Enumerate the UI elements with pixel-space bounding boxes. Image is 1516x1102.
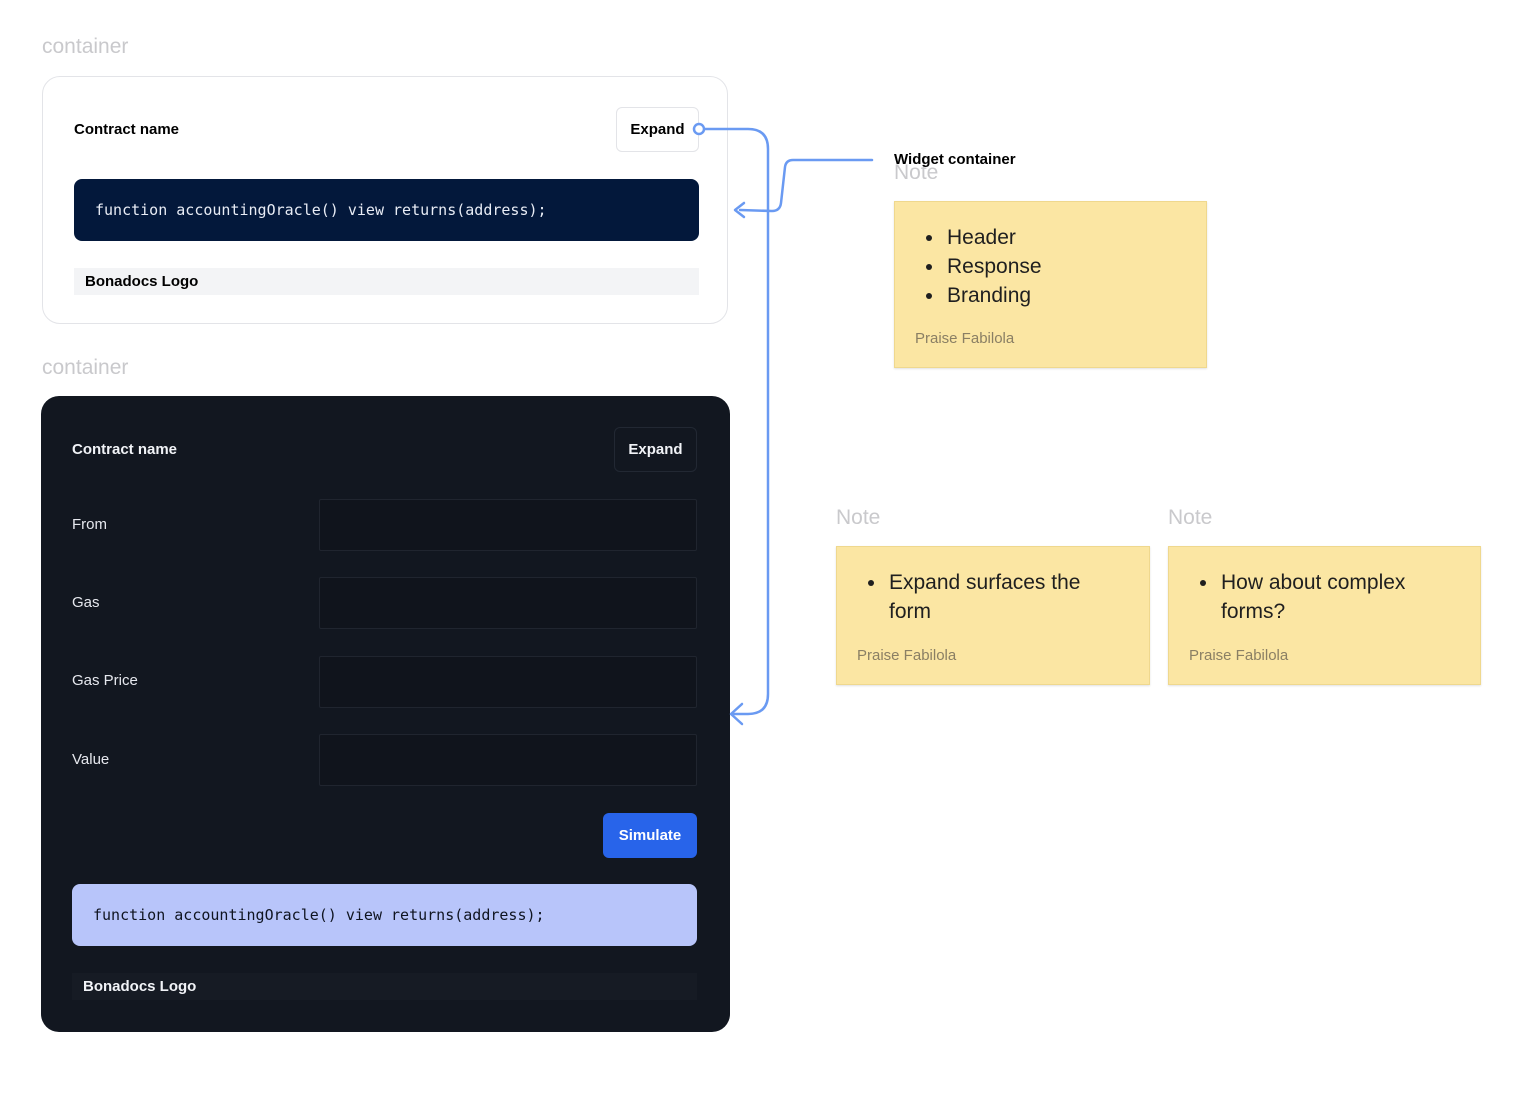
bonadocs-logo: Bonadocs Logo (74, 268, 699, 295)
sticky-note[interactable]: How about complex forms? Praise Fabilola (1168, 546, 1481, 685)
note-item: Header (924, 223, 1042, 252)
code-response-block: function accountingOracle() view returns… (72, 884, 697, 946)
expand-button[interactable]: Expand (614, 427, 697, 472)
widget-container-label: Widget container (894, 151, 1016, 168)
code-response-block: function accountingOracle() view returns… (74, 179, 699, 241)
container-frame-label: container (42, 35, 129, 58)
gas-price-label: Gas Price (72, 672, 138, 689)
expand-button[interactable]: Expand (616, 107, 699, 152)
sticky-note[interactable]: Header Response Branding Praise Fabilola (894, 201, 1207, 368)
widget-container-connector-line (738, 158, 874, 213)
bonadocs-logo: Bonadocs Logo (72, 973, 697, 1000)
gas-input[interactable] (319, 577, 697, 629)
note-list: Header Response Branding (924, 223, 1042, 310)
contract-name-title: Contract name (72, 441, 178, 458)
note-item: Response (924, 252, 1042, 281)
value-label: Value (72, 751, 110, 768)
light-widget-container: Contract name Expand function accounting… (42, 76, 728, 324)
from-label: From (72, 516, 107, 533)
note-item: Branding (924, 281, 1042, 310)
note-label: Note (1168, 506, 1213, 529)
arrowhead-icon (733, 201, 746, 219)
gas-price-input[interactable] (319, 656, 697, 708)
gas-label: Gas (72, 594, 100, 611)
sticky-note[interactable]: Expand surfaces the form Praise Fabilola (836, 546, 1150, 685)
from-input[interactable] (319, 499, 697, 551)
note-author: Praise Fabilola (915, 330, 1015, 347)
note-list: How about complex forms? (1198, 568, 1448, 626)
dark-widget-container: Contract name Expand From Gas Gas Price … (41, 396, 730, 1032)
note-list: Expand surfaces the form (866, 568, 1116, 626)
note-author: Praise Fabilola (857, 647, 957, 664)
container-frame-label: container (42, 356, 129, 379)
note-item: How about complex forms? (1198, 568, 1448, 626)
arrowhead-icon (729, 702, 744, 726)
note-item: Expand surfaces the form (866, 568, 1116, 626)
value-input[interactable] (319, 734, 697, 786)
note-author: Praise Fabilola (1189, 647, 1289, 664)
contract-name-title: Contract name (74, 121, 180, 138)
note-label: Note (894, 161, 939, 184)
note-label: Note (836, 506, 881, 529)
simulate-button[interactable]: Simulate (603, 813, 697, 858)
